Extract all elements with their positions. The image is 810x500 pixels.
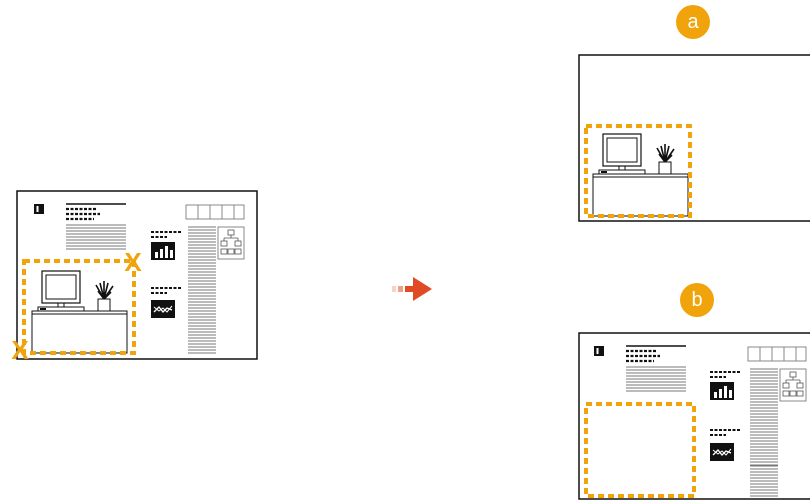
org-chart-icon [218, 227, 244, 259]
org-chart-icon [780, 369, 806, 401]
badge-b: b [691, 289, 702, 311]
corner-mark-top: X [124, 247, 142, 277]
source-page: X X [11, 191, 257, 365]
line-chart-icon [151, 300, 175, 318]
bar-chart-icon [151, 242, 175, 260]
arrow-right-icon [392, 277, 432, 301]
result-a: a [579, 5, 810, 221]
line-chart-icon [710, 443, 734, 461]
table-header [186, 205, 244, 219]
badge-a: a [687, 11, 699, 33]
corner-mark-bottom: X [11, 335, 29, 365]
bar-chart-icon [710, 382, 734, 400]
result-b: b [579, 283, 810, 499]
table-header [748, 347, 806, 361]
